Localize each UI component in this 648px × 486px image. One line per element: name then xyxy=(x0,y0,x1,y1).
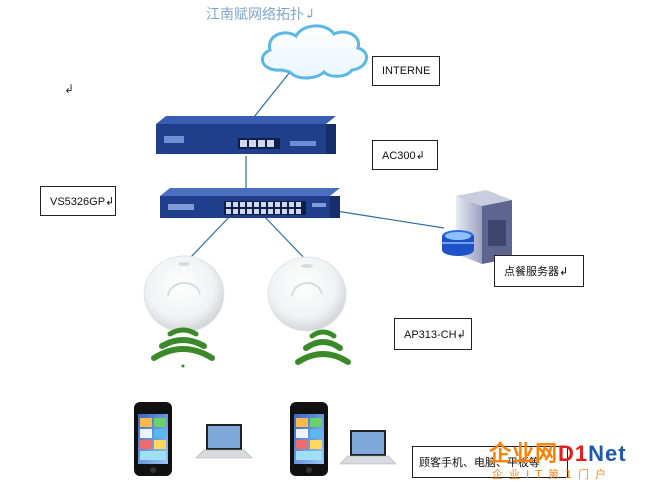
watermark-logo-part-a: 企业网 xyxy=(489,441,559,466)
internet-cloud-icon xyxy=(260,24,368,80)
ac-controller-icon xyxy=(156,116,336,154)
watermark-logo: 企业网D1Net xyxy=(489,436,627,468)
access-switch-icon xyxy=(160,188,340,218)
diagram-title: 江南赋网络拓扑↲ xyxy=(206,7,316,23)
link-cloud-ac xyxy=(249,71,291,123)
link-switch-ap2 xyxy=(261,213,307,261)
server-label: 点餐服务器↲ xyxy=(494,255,584,287)
watermark-tagline: 企业IT第1门户 xyxy=(492,468,612,481)
ap-label: AP313-CH↲ xyxy=(394,318,472,350)
switch-label: VS5326GP↲ xyxy=(40,186,116,216)
phone-1-icon xyxy=(134,402,172,476)
wifi-signal-1-icon xyxy=(151,327,215,368)
laptop-1-icon xyxy=(195,424,253,459)
link-lines xyxy=(189,71,445,261)
wifi-signal-2-icon xyxy=(295,329,351,365)
clients-label: 顾客手机、电脑、平板等 xyxy=(412,446,568,478)
phone-2-icon xyxy=(290,402,328,476)
ac-label: AC300↲ xyxy=(372,140,438,170)
link-switch-ap1 xyxy=(189,213,233,259)
watermark-logo-part-b: D1 xyxy=(558,441,589,466)
internet-label: INTERNE xyxy=(372,56,440,86)
access-point-2-icon xyxy=(267,256,347,332)
order-server-icon xyxy=(442,190,512,264)
watermark-logo-part-c: Net xyxy=(588,441,627,466)
access-point-1-icon xyxy=(143,255,225,333)
text-cursor-mark: ↲ xyxy=(64,82,75,96)
link-switch-server xyxy=(329,209,445,229)
laptop-2-icon xyxy=(339,430,397,465)
